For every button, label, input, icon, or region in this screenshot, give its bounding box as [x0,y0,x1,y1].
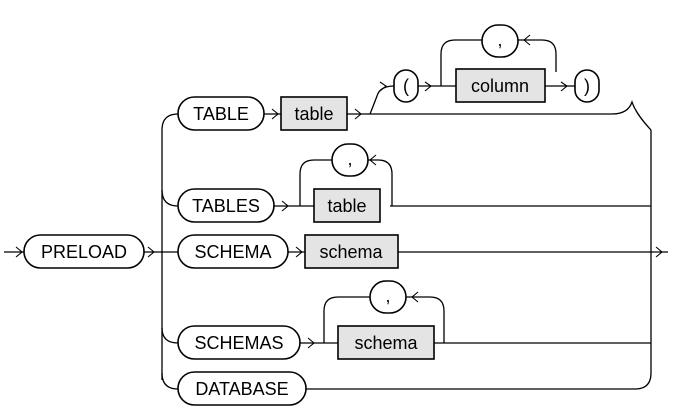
schema-name-label: schema [319,242,383,262]
open-paren: ( [393,69,419,103]
table-keyword: TABLE [177,96,265,131]
tables-name-box: table [313,188,381,223]
schemas-keyword-label: SCHEMAS [194,333,283,353]
schemas-branch: SCHEMAS , schema [177,280,435,360]
table-keyword-label: TABLE [193,104,249,124]
database-keyword: DATABASE [177,371,307,406]
schema-keyword-label: SCHEMA [194,242,271,262]
tables-keyword-label: TABLES [192,196,260,216]
schemas-keyword: SCHEMAS [177,325,301,360]
preload-label: PRELOAD [41,242,127,262]
schema-keyword: SCHEMA [177,234,289,269]
schema-name-box: schema [304,234,399,269]
schemas-name-label: schema [354,333,418,353]
database-keyword-label: DATABASE [195,379,288,399]
arrowheads [15,34,663,349]
table-branch: TABLE table ( , column ) [177,24,600,131]
tables-keyword: TABLES [177,188,275,223]
schemas-separator-label: , [385,286,390,306]
column-label: column [471,76,529,96]
close-paren: ) [574,69,600,103]
tables-separator: , [331,143,369,177]
tables-branch: TABLES , table [177,143,381,223]
schemas-name-box: schema [337,325,435,360]
schemas-separator: , [369,280,407,314]
connector-lines [4,39,668,390]
table-name-label: table [294,104,333,124]
open-paren-label: ( [403,76,409,96]
preload-keyword: PRELOAD [23,234,145,269]
column-separator: , [481,24,519,58]
database-branch: DATABASE [177,371,307,406]
close-paren-label: ) [584,76,590,96]
schema-branch: SCHEMA schema [177,234,399,269]
table-name-box: table [280,96,348,131]
column-separator-label: , [497,30,502,50]
tables-separator-label: , [347,149,352,169]
tables-name-label: table [327,196,366,216]
column-box: column [455,68,546,103]
